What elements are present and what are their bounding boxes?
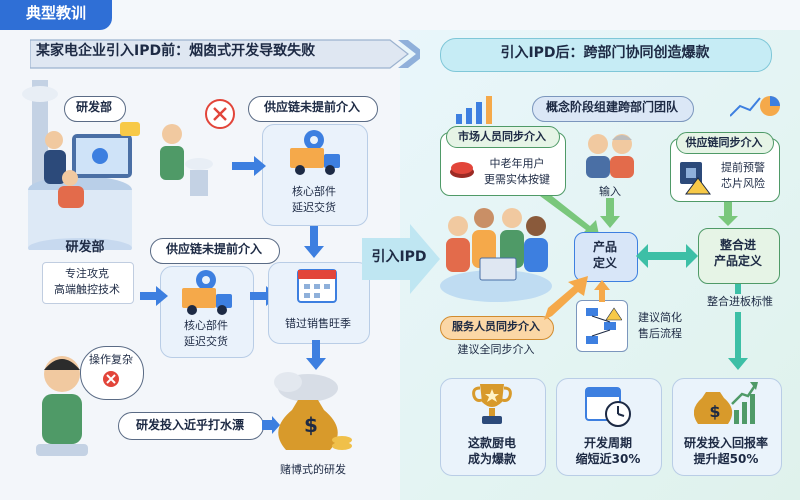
arrow-to-moneybag [262, 416, 280, 434]
left-header-title: 某家电企业引入IPD前：烟囱式开发导致失败 [36, 43, 316, 59]
rd-team-icon [44, 122, 140, 208]
service-desc: 建议全同步介入 [457, 343, 535, 356]
arrow-service-to-product [544, 276, 588, 320]
red-button-icon [450, 162, 474, 178]
invest-wasted-text: 研发投入近乎打水漂 [135, 418, 244, 432]
arrow-down-to-moneybag [306, 340, 326, 370]
supply-right-desc1: 提前预警 [721, 161, 765, 174]
section-tag [0, 0, 112, 30]
rd-desc-line2: 高端触控技术 [54, 283, 120, 296]
truck-gear-icon-top [290, 130, 340, 175]
result-card-3 [672, 378, 782, 476]
integrate-def-box [698, 228, 780, 284]
calendar-icon [297, 269, 337, 303]
integrate-def-line2: 产品定义 [713, 254, 762, 268]
market-label-pill [446, 126, 560, 148]
supply-mid-text: 供应链未提前介入 [165, 242, 262, 256]
supply-top-pill [248, 96, 378, 122]
left-header-banner [30, 39, 420, 69]
complex-op-x-icon [103, 371, 119, 387]
arrow-bench-up [735, 284, 741, 294]
money-growth-icon [694, 382, 758, 424]
ipd-label: 引入IPD [371, 249, 427, 265]
rd-desc-line1: 专注攻克 [65, 267, 109, 280]
supply-mid-pill [150, 238, 280, 264]
arrow-bench-down [728, 312, 748, 370]
supply-top-desc1: 核心部件 [292, 185, 336, 198]
truck-gear-icon-mid [182, 270, 232, 315]
product-def-line1: 产品 [592, 240, 617, 254]
service-label-text: 服务人员同步介入 [452, 320, 540, 333]
market-desc1: 中老年用户 [489, 157, 545, 170]
money-bag-icon [274, 372, 352, 450]
rd-desc-box [42, 262, 134, 304]
team-meeting-icon [440, 208, 552, 302]
calendar-clock-icon [585, 387, 631, 427]
gamble-text: 赌博式的研发 [280, 463, 346, 476]
arrow-to-supply-top [232, 156, 266, 176]
supply-top-text: 供应链未提前介入 [263, 100, 360, 114]
rd-tag-pill [64, 96, 126, 122]
simplify-desc2: 售后流程 [638, 327, 682, 340]
complex-op-text: 操作复杂 [89, 353, 133, 366]
worried-person-icon [160, 99, 235, 196]
rd-tag-text: 研发部 [75, 100, 112, 114]
result1-line2: 成为爆款 [467, 452, 516, 466]
product-def-line2: 定义 [592, 256, 617, 270]
right-header-title: 引入IPD后：跨部门协同创造爆款 [500, 45, 710, 61]
right-header-banner [440, 38, 772, 72]
invest-wasted-pill [118, 412, 264, 440]
flow-card [576, 300, 628, 352]
supply-mid-desc1: 核心部件 [184, 319, 228, 332]
chip-warning-icon [680, 162, 711, 195]
simplify-desc1: 建议简化 [638, 311, 682, 324]
section-tag-text: 典型教训 [25, 4, 86, 22]
market-label-text: 市场人员同步介入 [458, 130, 546, 143]
result3-line1: 研发投入回报率 [683, 436, 768, 450]
trophy-icon [472, 384, 512, 424]
result3-line2: 提升超50% [693, 452, 759, 466]
ipd-transition-arrow [362, 224, 440, 294]
integrate-def-line1: 整合进 [719, 238, 756, 252]
frustrated-user-icon [36, 356, 88, 456]
flowchart-icon [586, 307, 622, 344]
arrow-flow-up [594, 280, 610, 302]
team-label-text: 概念阶段组建跨部门团队 [545, 100, 678, 114]
growth-chart-icon [456, 96, 492, 124]
supply-mid-desc2: 延迟交货 [184, 335, 228, 348]
supply-right-pill [676, 132, 774, 154]
pie-chart-icon [730, 96, 780, 117]
moneybag-dollar: $ [304, 413, 318, 437]
supply-right-text: 供应链同步介入 [685, 136, 763, 149]
product-def-box [574, 232, 638, 282]
rd-title: 研发部 [65, 240, 105, 255]
result2-line1: 开发周期 [583, 436, 632, 450]
arrow-market-to-product [540, 196, 600, 240]
arrow-to-supply-mid [140, 286, 168, 306]
service-label-pill [440, 316, 554, 340]
supply-right-desc2: 芯片风险 [721, 177, 765, 190]
supply-top-desc2: 延迟交货 [292, 201, 336, 214]
result3-dollar: $ [709, 402, 721, 421]
bench-label: 整合进板标惟 [707, 295, 773, 308]
team-label-pill [532, 96, 694, 122]
arrow-input-down [600, 198, 620, 228]
arrow-down-to-calendar [304, 226, 324, 258]
elderly-users-icon [586, 134, 634, 178]
arrow-supply-down [718, 202, 738, 226]
result2-line2: 缩短近30% [575, 452, 641, 466]
market-desc2: 更需实体按键 [484, 173, 550, 186]
sync-double-arrow [636, 244, 698, 268]
result1-line1: 这款厨电 [467, 436, 516, 450]
missed-season-text: 错过销售旺季 [285, 317, 351, 330]
input-label: 输入 [599, 185, 621, 198]
